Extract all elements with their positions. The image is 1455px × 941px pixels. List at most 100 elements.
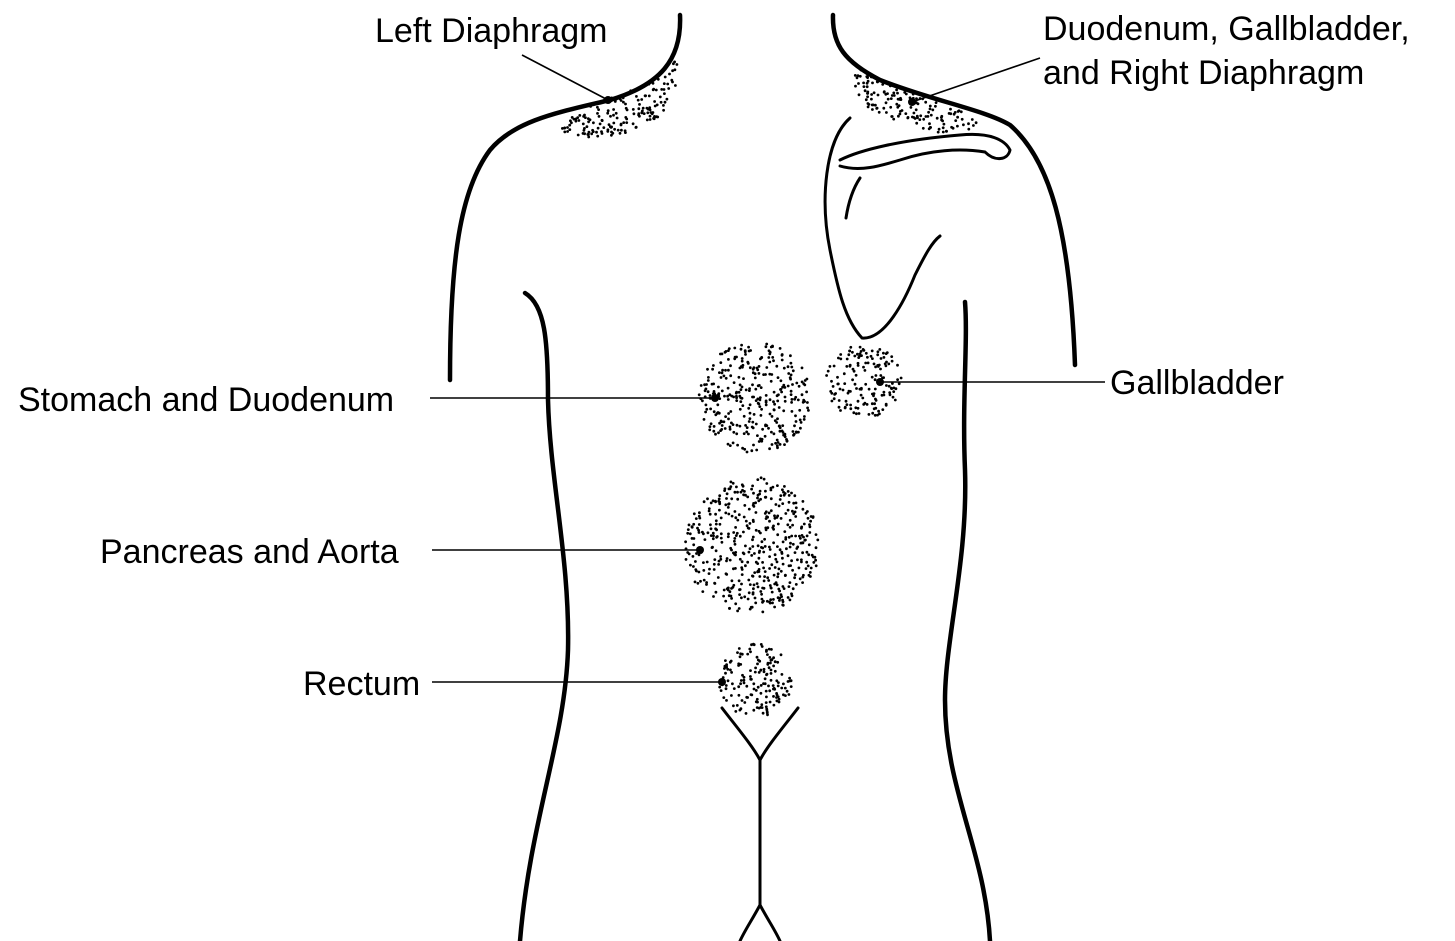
stipple-dot	[809, 575, 812, 578]
stipple-dot	[717, 576, 720, 579]
stipple-dot	[724, 503, 727, 506]
stipple-dot	[769, 662, 772, 665]
stipple-dot	[789, 546, 792, 549]
stipple-dot	[773, 583, 776, 586]
stipple-dot	[755, 423, 758, 426]
stipple-dot	[855, 412, 858, 415]
stipple-dot	[809, 520, 812, 523]
stipple-dot	[791, 569, 794, 572]
stipple-dot	[712, 430, 715, 433]
stipple-dot	[749, 669, 752, 672]
stipple-dot	[707, 376, 710, 379]
stipple-dot	[735, 396, 738, 399]
stipple-dot	[729, 444, 732, 447]
stipple-dot	[738, 647, 741, 650]
stipple-dot	[754, 671, 757, 674]
stipple-dot	[749, 417, 752, 420]
stipple-dot	[686, 532, 689, 535]
stipple-dot	[712, 534, 715, 537]
stipple-dot	[779, 347, 782, 350]
stipple-dot	[739, 425, 742, 428]
stipple-dot	[769, 548, 772, 551]
scapula-spine-outline	[840, 134, 1010, 168]
stipple-dot	[756, 562, 759, 565]
stipple-dot	[612, 114, 615, 117]
stipple-dot	[672, 62, 675, 65]
stipple-dot	[660, 101, 663, 104]
stipple-dot	[882, 376, 885, 379]
stipple-dot	[781, 354, 784, 357]
stipple-dot	[704, 411, 707, 414]
stipple-dot	[777, 393, 780, 396]
stipple-dot	[613, 128, 616, 131]
stipple-dot	[860, 69, 863, 72]
stipple-dot	[606, 130, 609, 133]
stipple-dot	[710, 422, 713, 425]
stipple-dot	[790, 559, 793, 562]
stipple-dot	[793, 576, 796, 579]
stipple-dot	[798, 567, 801, 570]
stipple-dot	[688, 524, 691, 527]
stipple-dot	[714, 500, 717, 503]
stipple-dot	[940, 116, 943, 119]
stipple-dot	[706, 497, 709, 500]
stipple-dot	[727, 535, 730, 538]
label-pancreas-aorta: Pancreas and Aorta	[100, 533, 399, 571]
stipple-dot	[578, 114, 581, 117]
stipple-dot	[761, 598, 764, 601]
stipple-dot	[616, 117, 619, 120]
stipple-dot	[622, 121, 625, 124]
stipple-dot	[904, 112, 907, 115]
stipple-dot	[825, 374, 828, 377]
stipple-dot	[760, 408, 763, 411]
stipple-dot	[656, 104, 659, 107]
stipple-dot	[797, 399, 800, 402]
stipple-dot	[807, 553, 810, 556]
stipple-dot	[768, 648, 771, 651]
stipple-dot	[720, 376, 723, 379]
stipple-dot	[764, 682, 767, 685]
stipple-dot	[706, 368, 709, 371]
stipple-dot	[778, 599, 781, 602]
stipple-dot	[765, 701, 768, 704]
stipple-dot	[646, 111, 649, 114]
stipple-dot	[756, 497, 759, 500]
stipple-dot	[895, 89, 898, 92]
stipple-dot	[848, 350, 851, 353]
stipple-dot	[642, 107, 645, 110]
stipple-dot	[751, 606, 754, 609]
stipple-dot	[741, 653, 744, 656]
stipple-dot	[718, 494, 721, 497]
stipple-dot	[794, 551, 797, 554]
stipple-dot	[727, 506, 730, 509]
stipple-dot	[721, 424, 724, 427]
stipple-dot	[749, 522, 752, 525]
stipple-dot	[849, 404, 852, 407]
stipple-dot	[662, 104, 665, 107]
stipple-dot	[749, 366, 752, 369]
stipple-dot	[772, 695, 775, 698]
stipple-dot	[756, 478, 759, 481]
stipple-dot	[692, 555, 695, 558]
left-torso-outline	[520, 293, 568, 941]
stipple-dot	[882, 352, 885, 355]
stipple-dot	[749, 547, 752, 550]
stipple-dot	[615, 98, 618, 101]
stipple-dot	[750, 693, 753, 696]
stipple-dot	[780, 570, 783, 573]
stipple-dot	[727, 503, 730, 506]
stipple-dot	[782, 683, 785, 686]
stipple-dot	[769, 701, 772, 704]
stipple-dot	[748, 551, 751, 554]
stipple-dot	[765, 343, 768, 346]
stipple-dot	[792, 430, 795, 433]
stipple-dot	[899, 113, 902, 116]
stipple-dot	[760, 593, 763, 596]
stipple-dot	[705, 583, 708, 586]
stipple-dot	[792, 587, 795, 590]
stipple-dot	[801, 581, 804, 584]
stipple-dot	[583, 114, 586, 117]
stipple-dot	[883, 91, 886, 94]
stipple-dot	[778, 425, 781, 428]
stipple-dot	[663, 92, 666, 95]
